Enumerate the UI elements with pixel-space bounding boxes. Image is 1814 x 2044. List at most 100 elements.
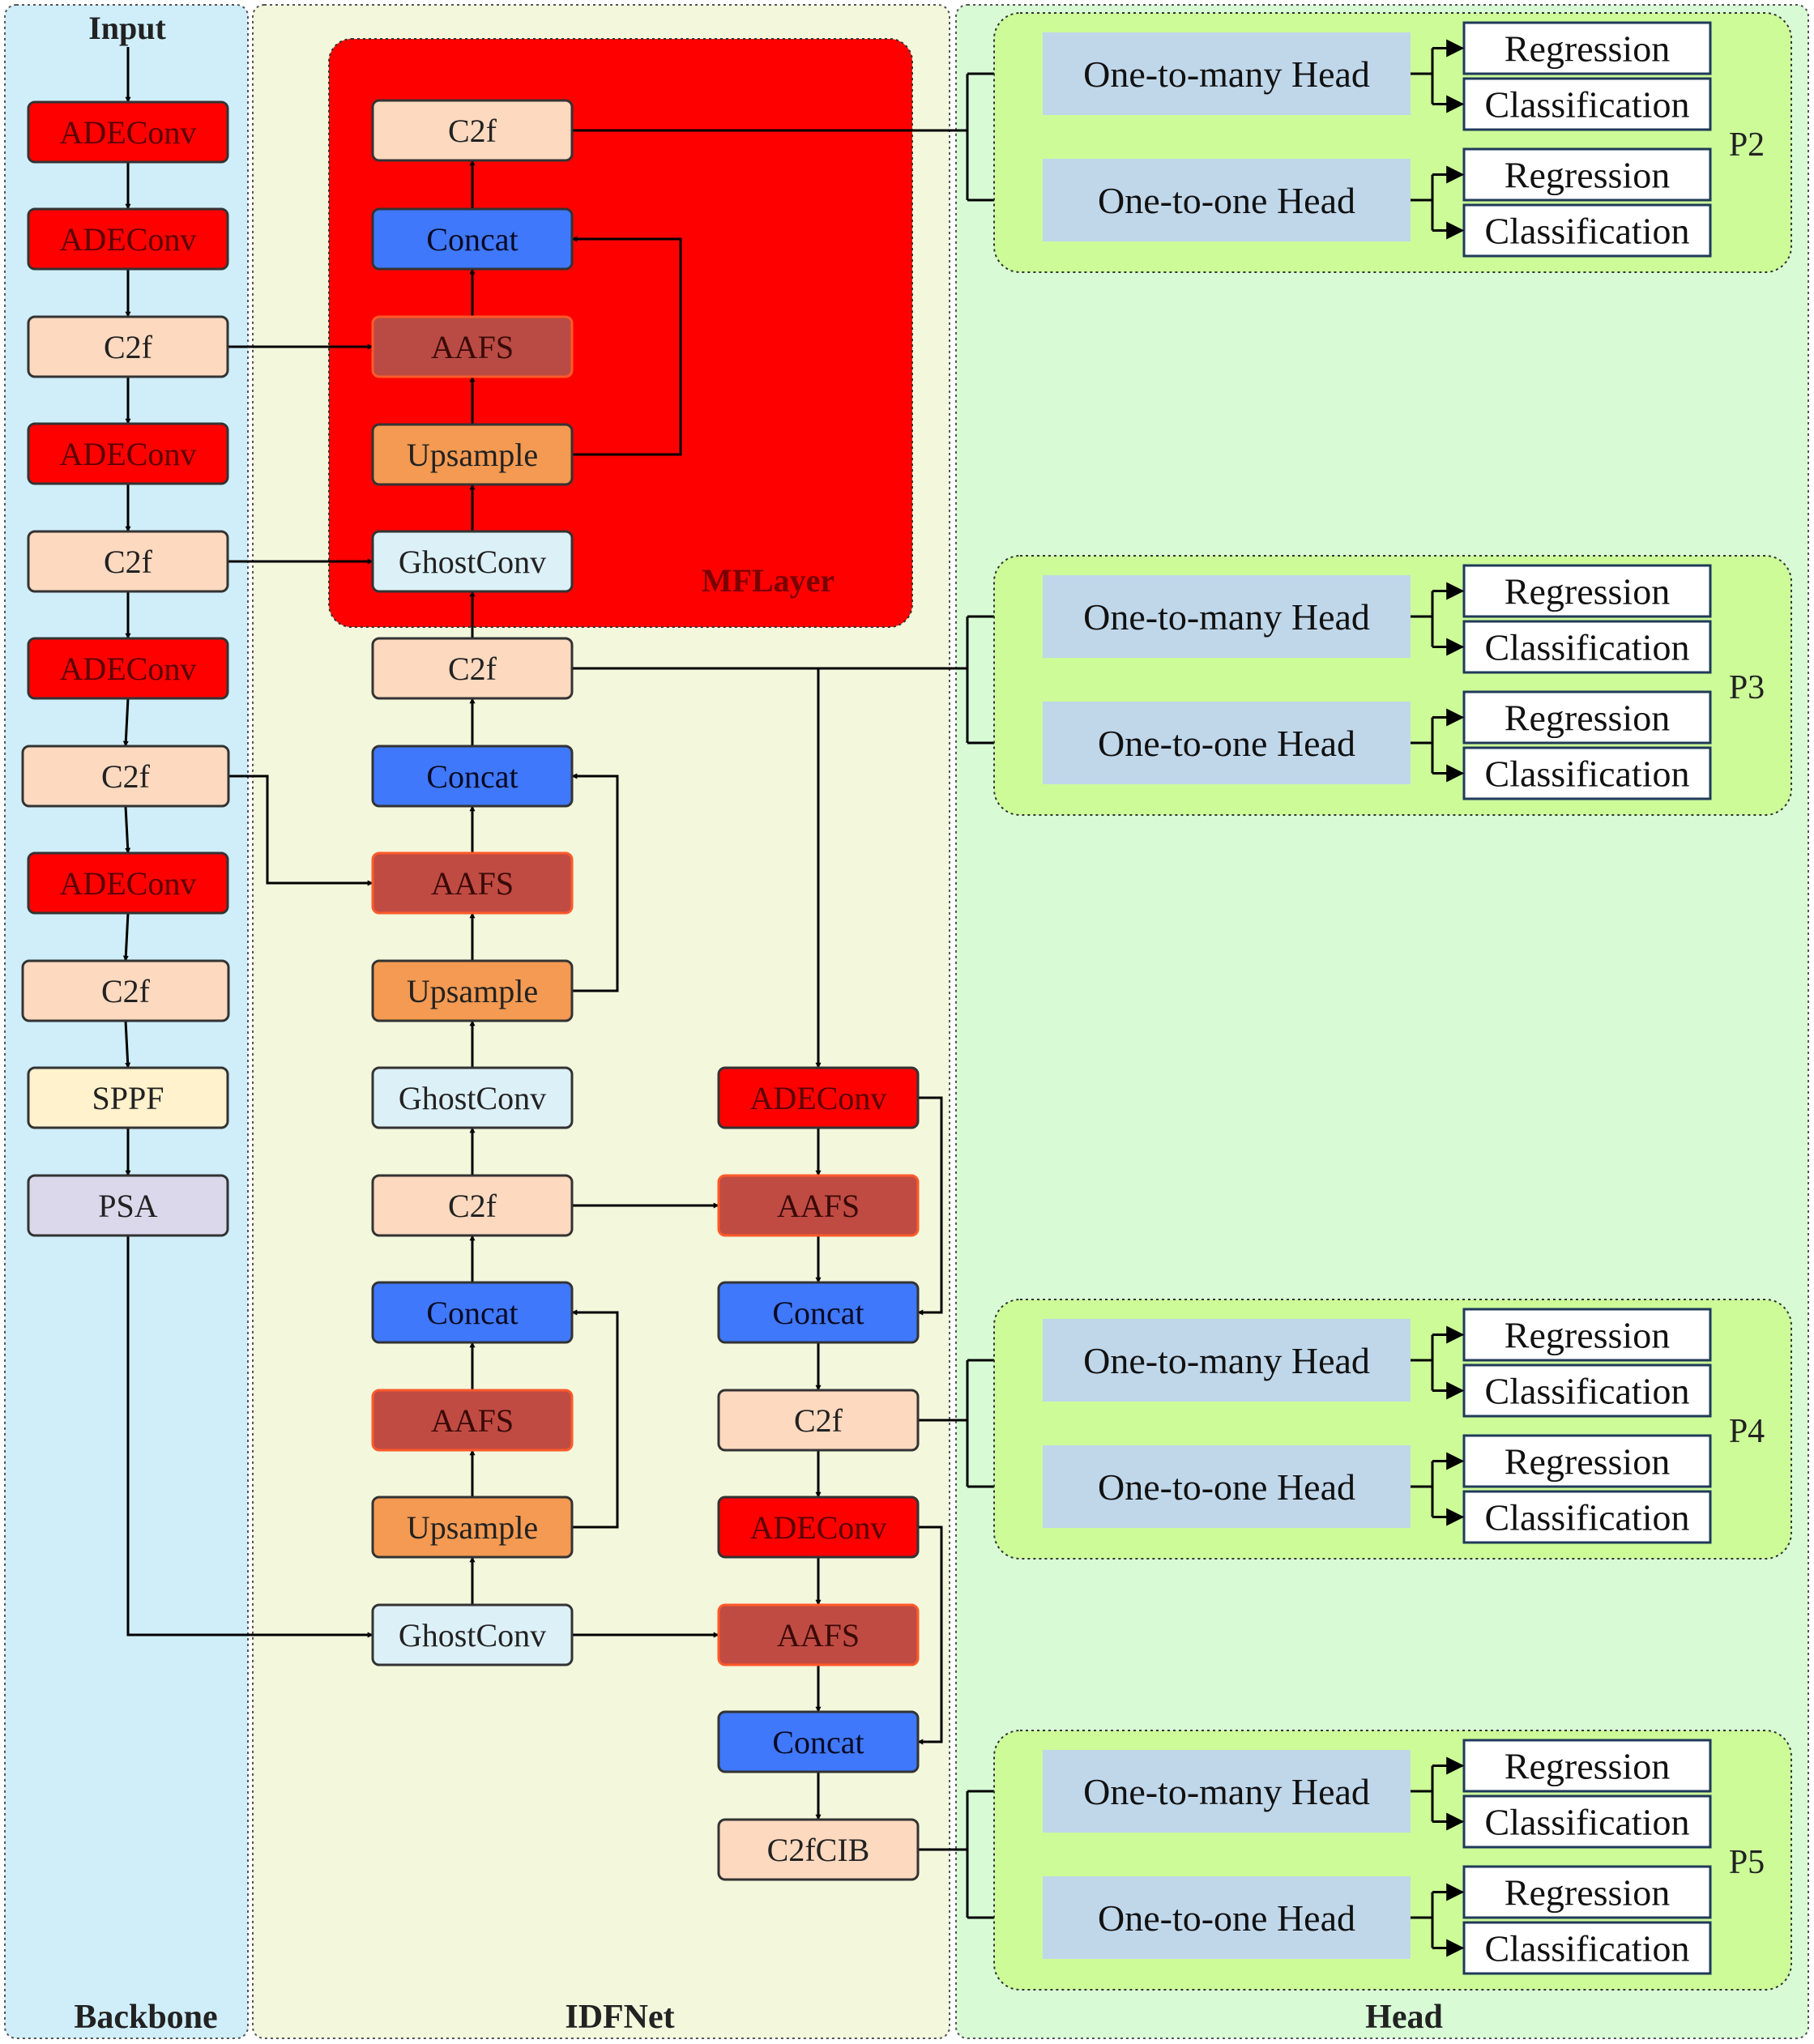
one-to-one-head-label: One-to-one Head: [1098, 1466, 1355, 1508]
adeconv-box: [27, 100, 229, 164]
block-m1-c2f: C2f: [371, 99, 574, 162]
c2f-label: C2f: [794, 1402, 843, 1439]
adeconv-label: ADEConv: [60, 221, 197, 258]
upsample-box: [371, 959, 574, 1022]
sppf-label: SPPF: [92, 1080, 164, 1116]
classification-output-box: [1462, 620, 1712, 674]
ghostconv-label: GhostConv: [399, 1617, 546, 1654]
block-m3-aafs_mf: AAFS: [371, 315, 574, 378]
concat-label: Concat: [772, 1295, 864, 1331]
aafs-label: AAFS: [431, 1402, 514, 1439]
ghostconv-box: [371, 1603, 574, 1666]
c2f-label: C2f: [101, 973, 151, 1009]
c2f-label: C2f: [104, 544, 153, 580]
block-r5-adeconv: ADEConv: [717, 1496, 920, 1559]
block-bb1-adeconv: ADEConv: [27, 100, 229, 164]
block-bb2-adeconv: ADEConv: [27, 207, 229, 271]
aafs-label: AAFS: [777, 1617, 860, 1654]
block-n10-ghostconv: GhostConv: [371, 1603, 574, 1666]
adeconv-box: [27, 851, 229, 915]
pyramid-level-label: P5: [1729, 1844, 1765, 1881]
adeconv-label: ADEConv: [750, 1080, 887, 1116]
regression-output-label: Regression: [1505, 1746, 1670, 1787]
one-to-one-head-box: [1043, 1876, 1411, 1959]
sppf-box: [27, 1066, 229, 1129]
one-to-one-head-box: [1043, 1445, 1411, 1528]
adeconv-label: ADEConv: [60, 436, 197, 472]
regression-output-label: Regression: [1505, 155, 1670, 196]
block-m4-upsample: Upsample: [371, 423, 574, 486]
mflayer-label: MFLayer: [702, 562, 834, 599]
regression-output-box: [1462, 1434, 1712, 1488]
concat-box: [371, 1281, 574, 1344]
upsample-label: Upsample: [407, 437, 538, 473]
one-to-one-head-box: [1043, 159, 1411, 241]
skip-arrow: [571, 236, 682, 456]
upsample-box: [371, 1496, 574, 1559]
one-to-one-head-label: One-to-one Head: [1098, 1897, 1355, 1939]
block-r7-concat: Concat: [717, 1710, 920, 1773]
lateral-arrow: [126, 1235, 373, 1638]
block-n3-aafs: AAFS: [371, 851, 574, 915]
one-to-one-head-label: One-to-one Head: [1098, 723, 1355, 764]
adeconv-box: [27, 422, 229, 485]
skip-arrow: [571, 773, 619, 992]
skip-arrow: [571, 1309, 619, 1529]
classification-output-label: Classification: [1485, 211, 1690, 252]
block-n2-concat: Concat: [371, 745, 574, 808]
c2f-box: [21, 959, 230, 1022]
regression-output-box: [1462, 1739, 1712, 1793]
regression-output-box: [1462, 1865, 1712, 1919]
block-m5-ghostconv: GhostConv: [371, 530, 574, 593]
aafs-box: [717, 1174, 920, 1237]
concat-label: Concat: [426, 758, 518, 795]
block-r1-adeconv: ADEConv: [717, 1066, 920, 1129]
block-bb10-sppf: SPPF: [27, 1066, 229, 1129]
adeconv-box: [717, 1496, 920, 1559]
block-r8-c2f: C2fCIB: [717, 1818, 920, 1881]
adeconv-box: [717, 1066, 920, 1129]
concat-label: Concat: [426, 221, 518, 258]
classification-output-label: Classification: [1485, 1802, 1690, 1843]
adeconv-label: ADEConv: [60, 651, 197, 687]
ghostconv-label: GhostConv: [399, 544, 546, 580]
head-title: Head: [1365, 1999, 1443, 2036]
one-to-many-head-box: [1043, 1319, 1411, 1402]
block-bb7-c2f: C2f: [21, 745, 230, 808]
adeconv-box: [27, 637, 229, 700]
block-n9-upsample: Upsample: [371, 1496, 574, 1559]
aafs-label: AAFS: [431, 865, 514, 902]
backbone-arrow: [124, 805, 131, 854]
adeconv-label: ADEConv: [750, 1509, 887, 1546]
pyramid-level-label: P2: [1729, 126, 1765, 164]
upsample-box: [371, 423, 574, 486]
adeconv-label: ADEConv: [60, 865, 197, 902]
concat-label: Concat: [772, 1724, 864, 1760]
one-to-many-head-box: [1043, 32, 1411, 115]
classification-output-box: [1462, 746, 1712, 800]
input-label: Input: [88, 10, 166, 46]
skip-arrow: [917, 1096, 943, 1316]
block-bb6-adeconv: ADEConv: [27, 637, 229, 700]
backbone-arrow: [122, 698, 130, 747]
upsample-label: Upsample: [407, 973, 538, 1009]
classification-output-label: Classification: [1485, 84, 1690, 126]
lateral-arrow: [228, 775, 373, 886]
block-n4-upsample: Upsample: [371, 959, 574, 1022]
regression-output-box: [1462, 1308, 1712, 1362]
ghostconv-box: [371, 1066, 574, 1129]
c2f-box: [27, 315, 229, 378]
c2f-box: [371, 1174, 574, 1237]
aafs_mf-box: [371, 315, 574, 378]
block-n1-c2f: C2f: [371, 637, 574, 700]
backbone-arrow: [124, 1020, 131, 1069]
one-to-one-head-box: [1043, 702, 1411, 784]
classification-output-label: Classification: [1485, 753, 1690, 795]
aafs-box: [371, 1389, 574, 1452]
ghostconv-label: GhostConv: [399, 1080, 546, 1116]
